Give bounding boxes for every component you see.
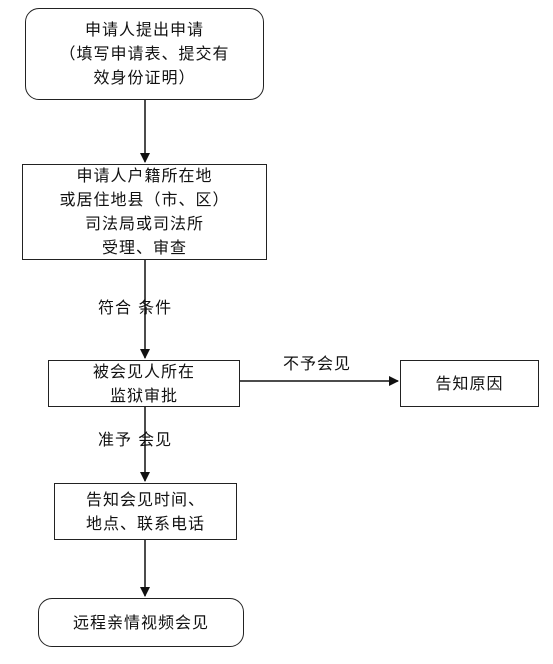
apply-node: 申请人提出申请 （填写申请表、提交有 效身份证明） [25,8,264,100]
reject-reason-node: 告知原因 [400,360,539,407]
video-meeting-node: 远程亲情视频会见 [38,598,244,647]
edge-label-denied: 不予会见 [283,354,352,373]
prison-approval-node: 被会见人所在 监狱审批 [48,360,240,407]
accept-review-node: 申请人户籍所在地 或居住地县（市、区） 司法局或司法所 受理、审查 [22,164,267,260]
edge-label-qualified: 符合 条件 [98,298,173,317]
notify-node: 告知会见时间、 地点、联系电话 [54,483,237,540]
edge-label-approved: 准予 会见 [98,430,173,449]
